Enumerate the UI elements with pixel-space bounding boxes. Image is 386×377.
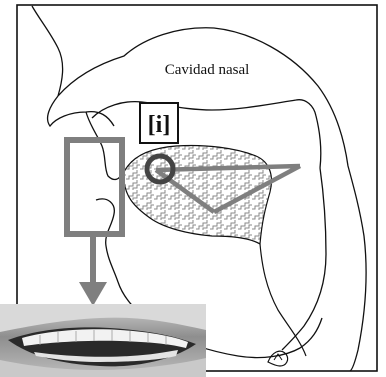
lip-highlight-box (67, 140, 122, 234)
pharynx-wall (282, 168, 326, 350)
nasal-cavity-label: Cavidad nasal (165, 62, 250, 78)
down-arrow-icon (79, 282, 107, 306)
upper-lip-outline (86, 112, 122, 179)
vowel-label: [i] (148, 112, 171, 138)
upper-jaw-left (48, 96, 114, 126)
lips-teeth-photo (0, 304, 206, 377)
lower-lip-outline (96, 199, 118, 282)
throat-inner (260, 244, 306, 356)
